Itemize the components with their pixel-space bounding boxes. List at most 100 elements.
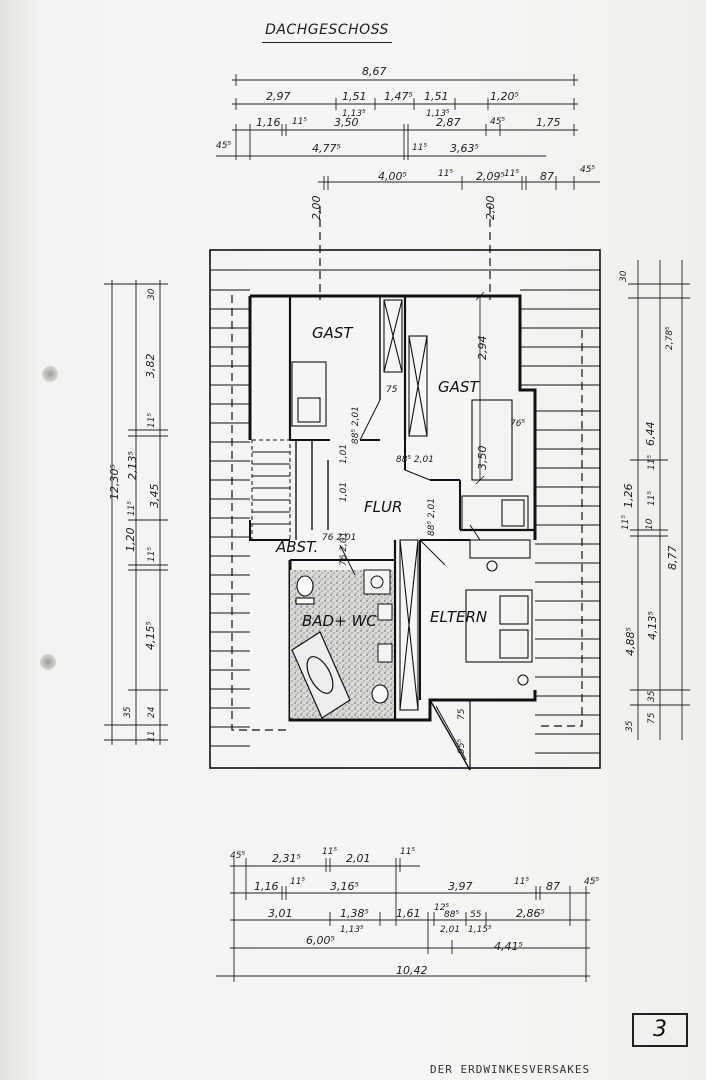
dim-right: 1,26 xyxy=(622,484,635,509)
dim-right: 4,13⁵ xyxy=(646,611,659,640)
dim-left: 11⁵ xyxy=(127,501,137,516)
dim-door: 88⁵ 2,01 xyxy=(396,455,434,465)
dim-left: 4,15⁵ xyxy=(144,621,157,650)
dim-bottom: 88⁵ xyxy=(444,910,459,920)
page-number: 3 xyxy=(632,1013,688,1047)
dim-right: 2,78⁵ xyxy=(665,326,675,350)
dim-right: 11⁵ xyxy=(621,515,631,530)
dim-door: 88⁵ 2,01 xyxy=(427,498,437,536)
dim-inner: 75 xyxy=(386,385,398,395)
dim-top: 87 xyxy=(540,170,554,183)
bathtub xyxy=(291,631,351,719)
dim-gauge: 2,00 xyxy=(310,196,323,221)
dim-door: 76 2,01 xyxy=(322,533,356,543)
room-gast-1: GAST xyxy=(312,324,354,342)
dim-bottom: 55 xyxy=(470,910,482,920)
beds xyxy=(291,361,533,686)
dim-top: 11⁵ xyxy=(504,169,519,179)
room-bad-wc: BAD+ WC xyxy=(302,612,377,630)
dim-right: 4,88⁵ xyxy=(624,627,637,656)
dim-bottom: 1,16 xyxy=(254,880,279,893)
left-dimension-chains xyxy=(104,280,168,745)
dim-top: 3,63⁵ xyxy=(450,142,479,155)
dim-top: 2,97 xyxy=(266,90,291,103)
dim-right: 35 xyxy=(625,720,635,732)
dim-bottom: 2,01 xyxy=(440,925,460,935)
room-flur: FLUR xyxy=(364,498,402,516)
dim-right: 35 xyxy=(647,690,657,702)
footer-text: DER ERDWINKESVERSAKES xyxy=(430,1063,591,1076)
punch-hole xyxy=(40,654,56,670)
dim-right: 11⁵ xyxy=(647,491,657,506)
dim-bottom: 2,31⁵ xyxy=(272,852,301,865)
dim-top: 1,13⁵ xyxy=(342,109,366,119)
dim-left: 2,13⁵ xyxy=(126,451,139,480)
dim-left: 30 xyxy=(147,288,157,300)
roof-battens-left xyxy=(210,289,250,747)
dim-left: 1,20 xyxy=(124,528,137,553)
dim-top: 45⁵ xyxy=(580,165,595,175)
dim-right: 75 xyxy=(647,712,657,724)
dim-left: 11 xyxy=(147,731,157,742)
dim-left: 11⁵ xyxy=(147,547,157,562)
dim-bottom: 1,38⁵ xyxy=(340,907,369,920)
dim-top: 4,00⁵ xyxy=(378,170,407,183)
dim-bottom: 45⁵ xyxy=(230,851,245,861)
dim-door: 88⁵ 2,01 xyxy=(351,406,361,444)
dim-inner: 76⁵ xyxy=(510,419,525,429)
dim-left: 3,45 xyxy=(148,484,161,509)
toilet xyxy=(295,575,389,704)
roof-outline xyxy=(209,249,601,769)
dim-left: 24 xyxy=(147,706,157,718)
dim-top: 11⁵ xyxy=(438,169,453,179)
room-eltern: ELTERN xyxy=(430,608,487,626)
dim-bottom: 11⁵ xyxy=(514,877,529,887)
page-title: DACHGESCHOSS xyxy=(262,22,392,43)
top-dimension-chains xyxy=(216,74,600,190)
dim-bottom: 1,61 xyxy=(396,907,421,920)
dim-stair: 1,01 xyxy=(339,444,349,464)
dim-bottom: 11⁵ xyxy=(290,877,305,887)
dim-bottom: 2,86⁵ xyxy=(516,907,545,920)
dim-door: 76 2,01 xyxy=(339,532,349,566)
dim-bottom: 1,13⁵ xyxy=(340,925,364,935)
roof-battens-right xyxy=(520,289,600,754)
door-swings xyxy=(339,399,481,576)
staircase xyxy=(251,439,329,541)
wardrobes xyxy=(383,299,428,711)
dim-bottom-total: 10,42 xyxy=(396,964,428,977)
dim-bottom: 87 xyxy=(546,880,560,893)
bottom-dimension-chains xyxy=(216,858,590,982)
room-gast-2: GAST xyxy=(438,378,480,396)
dim-top: 1,47⁵ xyxy=(384,90,413,103)
dim-right: 30 xyxy=(619,270,629,282)
dim-top: 2,87 xyxy=(436,116,461,129)
gauge-lines xyxy=(475,291,485,485)
dim-bottom: 3,01 xyxy=(268,907,293,920)
dim-inner: 75 xyxy=(457,708,467,720)
dim-left: 3,82 xyxy=(144,354,157,379)
punch-hole xyxy=(42,366,58,382)
dim-left: 11⁵ xyxy=(147,413,157,428)
dim-right: 11⁵ xyxy=(647,455,657,470)
dim-right: 8,77 xyxy=(666,546,679,571)
dim-top: 11⁵ xyxy=(412,143,427,153)
dim-top: 1,75 xyxy=(536,116,561,129)
knee-wall-dashed xyxy=(231,206,583,731)
dim-bottom: 6,00⁵ xyxy=(306,934,335,947)
dim-bottom: 11⁵ xyxy=(400,847,415,857)
dim-top: 45⁵ xyxy=(490,117,505,127)
dim-bottom: 45⁵ xyxy=(584,877,599,887)
dim-bottom: 2,01 xyxy=(346,852,371,865)
dim-top: 1,13⁵ xyxy=(426,109,450,119)
dim-right: 6,44 xyxy=(644,422,657,447)
dim-right: 10 xyxy=(645,518,655,530)
dim-top: 1,51 xyxy=(342,90,367,103)
dim-top: 4,77⁵ xyxy=(312,142,341,155)
room-abstellraum: ABST. xyxy=(275,538,318,556)
dim-gauge: 2,00 xyxy=(484,196,497,221)
dim-inner: 2,94 xyxy=(476,336,489,361)
dim-top: 1,16 xyxy=(256,116,281,129)
